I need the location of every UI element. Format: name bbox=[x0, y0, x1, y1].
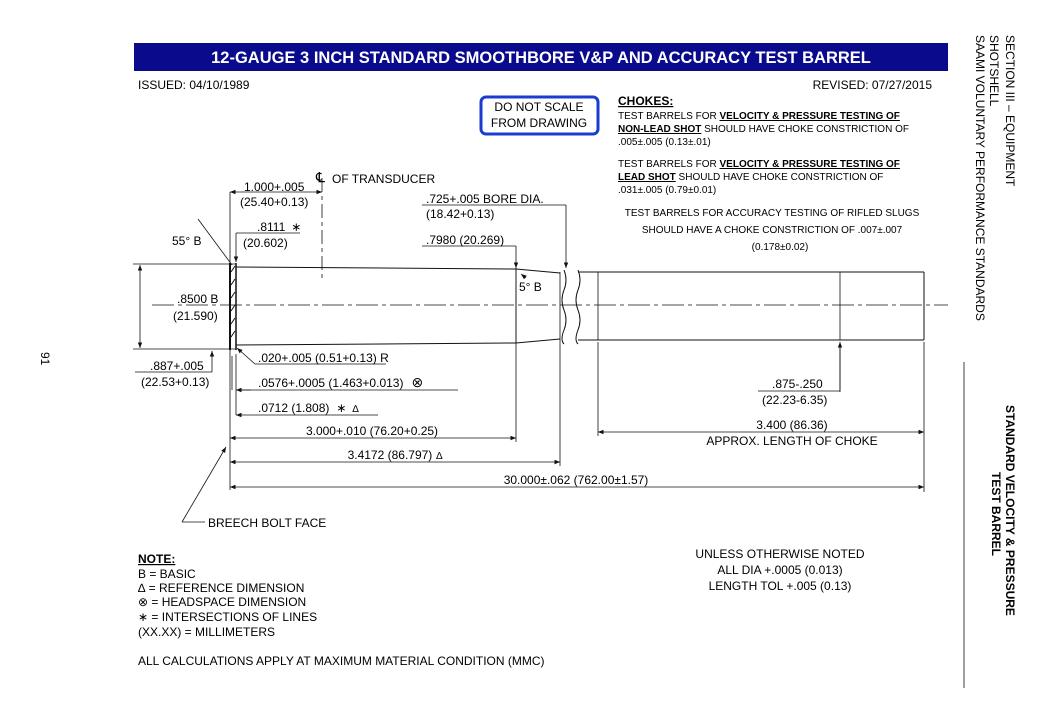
tolerance-l1: UNLESS OTHERWISE NOTED bbox=[695, 547, 864, 561]
dimension-lines bbox=[135, 189, 925, 523]
chokes-p3-l3: (0.178±0.02) bbox=[752, 242, 809, 253]
right-sidebar: SECTION III – EQUIPMENT SHOTSHELL SAAMI … bbox=[963, 35, 1017, 688]
svg-text:LEAD SHOT SHOULD HAVE CHOKE CO: LEAD SHOT SHOULD HAVE CHOKE CONSTRICTION… bbox=[618, 172, 883, 183]
legend-notes: NOTE: B = BASIC ∆ = REFERENCE DIMENSION … bbox=[138, 552, 545, 668]
chokes-p2-b: VELOCITY & PRESSURE TESTING OF bbox=[720, 159, 900, 170]
issued-date: ISSUED: 04/10/1989 bbox=[138, 78, 250, 92]
transducer-label: OF TRANSDUCER bbox=[332, 172, 435, 186]
note-headspace: ⊗ = HEADSPACE DIMENSION bbox=[138, 595, 306, 609]
chokes-p2-a: TEST BARRELS FOR bbox=[618, 159, 720, 170]
bore-dia-mm: (18.42+0.13) bbox=[426, 207, 494, 221]
do-not-scale-line1: DO NOT SCALE bbox=[494, 100, 583, 114]
note-mmc: ALL CALCULATIONS APPLY AT MAXIMUM MATERI… bbox=[138, 654, 545, 668]
chokes-p3-l1: TEST BARRELS FOR ACCURACY TESTING OF RIF… bbox=[625, 208, 920, 219]
chokes-p1-e: .005±.005 (0.13±.01) bbox=[618, 137, 711, 148]
do-not-scale-line2: FROM DRAWING bbox=[491, 116, 587, 130]
dim-3417-delta: ∆ bbox=[436, 451, 443, 462]
tolerance-l2: ALL DIA +.0005 (0.013) bbox=[717, 563, 842, 577]
dim-8500: .8500 B bbox=[177, 292, 218, 306]
dim-887-mm: (22.53+0.13) bbox=[141, 375, 209, 389]
dim-30000: 30.000±.062 (762.00±1.57) bbox=[504, 473, 649, 487]
dim-1000: 1.000+.005 bbox=[244, 180, 305, 194]
dim-875: .875-.250 bbox=[772, 377, 823, 391]
svg-text:NON-LEAD SHOT SHOULD HAVE CHOK: NON-LEAD SHOT SHOULD HAVE CHOKE CONSTRIC… bbox=[618, 124, 909, 135]
dim-1000-mm: (25.40+0.13) bbox=[240, 195, 308, 209]
dim-8111-mm: (20.602) bbox=[243, 236, 288, 250]
dim-0576-value: .0576+.0005 (1.463+0.013) bbox=[258, 376, 403, 390]
choke-length-label: APPROX. LENGTH OF CHOKE bbox=[706, 434, 877, 448]
dim-0712-asterisk: ∗ bbox=[336, 401, 346, 415]
revised-date: REVISED: 07/27/2015 bbox=[813, 78, 933, 92]
note-intersections: ∗ = INTERSECTIONS OF LINES bbox=[138, 610, 317, 624]
sidebar-saami: SAAMI VOLUNTARY PERFORMANCE STANDARDS bbox=[973, 35, 987, 321]
sidebar-shotshell: SHOTSHELL bbox=[987, 35, 1001, 107]
dimension-labels: 1.000+.005 (25.40+0.13) ℄ OF TRANSDUCER … bbox=[141, 169, 878, 530]
page-title: 12-GAUGE 3 INCH STANDARD SMOOTHBORE V&P … bbox=[211, 49, 871, 67]
tolerance-notes: UNLESS OTHERWISE NOTED ALL DIA +.0005 (0… bbox=[695, 547, 864, 593]
breech-bolt-face: BREECH BOLT FACE bbox=[208, 516, 326, 530]
dim-8111: .8111 ∗ bbox=[257, 220, 301, 234]
dim-8500-mm: (21.590) bbox=[173, 309, 218, 323]
dim-3417-value: 3.4172 (86.797) bbox=[348, 448, 433, 462]
barrel-outline bbox=[133, 263, 925, 350]
dim-8111-value: .8111 bbox=[257, 220, 286, 234]
note-millimeters: (XX.XX) = MILLIMETERS bbox=[138, 625, 275, 639]
svg-text:TEST BARRELS FOR VELOCITY & PR: TEST BARRELS FOR VELOCITY & PRESSURE TES… bbox=[618, 159, 900, 170]
dim-3400: 3.400 (86.36) bbox=[756, 418, 827, 432]
dim-875-mm: (22.23-6.35) bbox=[762, 393, 827, 407]
svg-text:TEST BARRELS FOR VELOCITY & PR: TEST BARRELS FOR VELOCITY & PRESSURE TES… bbox=[618, 111, 900, 122]
note-reference: ∆ = REFERENCE DIMENSION bbox=[138, 581, 304, 595]
chokes-notes: CHOKES: TEST BARRELS FOR VELOCITY & PRES… bbox=[618, 94, 920, 253]
dim-0712-value: .0712 (1.808) bbox=[258, 401, 329, 415]
sidebar-title2: TEST BARREL bbox=[989, 472, 1003, 556]
dim-3417: 3.4172 (86.797)∆ bbox=[348, 448, 444, 462]
headspace-symbol: ⊗ bbox=[411, 374, 423, 390]
chokes-p1-b: VELOCITY & PRESSURE TESTING OF bbox=[720, 111, 900, 122]
dim-0576: .0576+.0005 (1.463+0.013) ⊗ bbox=[258, 374, 423, 390]
chokes-p2-e: .031±.005 (0.79±0.01) bbox=[618, 185, 716, 196]
dim-0712: .0712 (1.808) ∗ ∆ bbox=[258, 401, 359, 415]
note-heading: NOTE: bbox=[138, 552, 175, 566]
title-bar bbox=[134, 43, 948, 71]
chokes-p1-c: NON-LEAD SHOT bbox=[618, 124, 701, 135]
do-not-scale-box bbox=[479, 95, 600, 136]
bore-dia: .725+.005 BORE DIA. bbox=[426, 192, 544, 206]
chokes-p2-d: SHOULD HAVE CHOKE CONSTRICTION OF bbox=[676, 172, 884, 183]
radius-dim: .020+.005 (0.51+0.13) R bbox=[258, 351, 389, 365]
note-basic: B = BASIC bbox=[138, 567, 196, 581]
chokes-p3-l2: SHOULD HAVE A CHOKE CONSTRICTION OF .007… bbox=[642, 225, 903, 236]
intersection-symbol: ∗ bbox=[291, 220, 301, 234]
centerline-symbol: ℄ bbox=[315, 169, 325, 185]
chokes-p2-c: LEAD SHOT bbox=[618, 172, 676, 183]
page-number: 91 bbox=[38, 352, 52, 366]
dim-887: .887+.005 bbox=[150, 359, 204, 373]
tolerance-l3: LENGTH TOL +.005 (0.13) bbox=[709, 579, 852, 593]
chokes-p1-a: TEST BARRELS FOR bbox=[618, 111, 720, 122]
chokes-heading: CHOKES: bbox=[618, 94, 673, 108]
dim-7980: .7980 (20.269) bbox=[426, 233, 504, 247]
angle-55: 55° B bbox=[172, 234, 201, 248]
dim-3000: 3.000+.010 (76.20+0.25) bbox=[306, 424, 438, 438]
sidebar-title1: STANDARD VELOCITY & PRESSURE bbox=[1003, 405, 1017, 616]
sidebar-section: SECTION III – EQUIPMENT bbox=[1003, 35, 1017, 187]
chokes-p1-d: SHOULD HAVE CHOKE CONSTRICTION OF bbox=[701, 124, 909, 135]
dim-0712-delta: ∆ bbox=[352, 404, 359, 415]
angle-5: 5° B bbox=[519, 280, 542, 294]
